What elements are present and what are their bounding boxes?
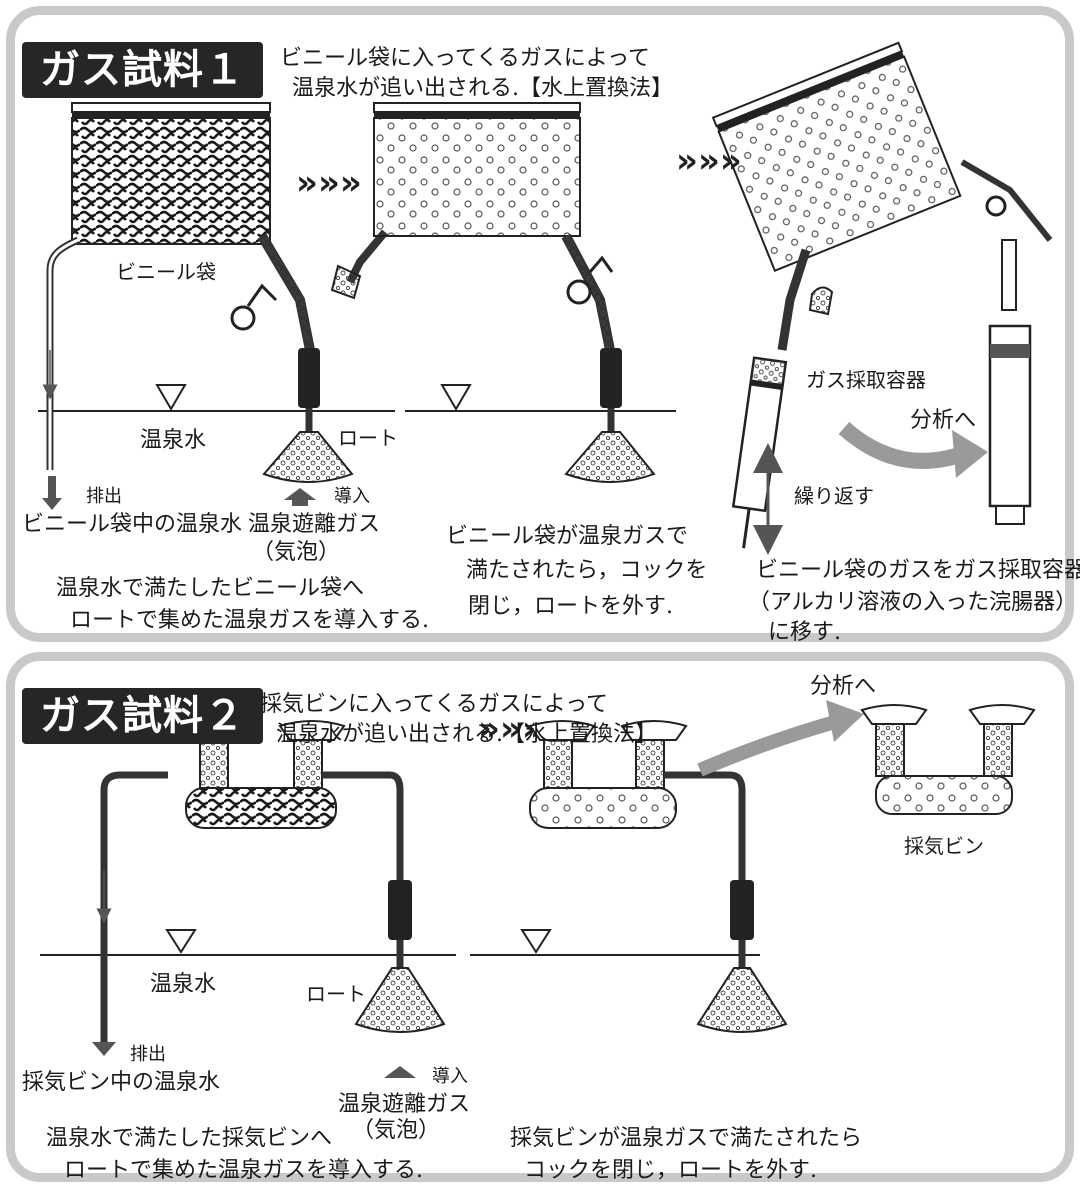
step-arrow: »»» <box>296 163 362 203</box>
gas-label-line1: 温泉遊離ガス <box>248 512 381 537</box>
step2-line1: ビニール袋が温泉ガスで <box>446 524 689 549</box>
discharge-label: 排出 <box>86 486 122 507</box>
sample-2-analysis-label: 分析へ <box>810 674 877 699</box>
step3-line1: ビニール袋のガスをガス採取容器 <box>756 558 1080 583</box>
water-level-icon <box>155 384 187 411</box>
sample-2-caption-line1: 採気ビンに入ってくるガスによって <box>260 692 609 717</box>
sample-2-step2-line2: コックを閉じ，ロートを外す. <box>524 1158 817 1183</box>
step2-line2: 満たされたら，コックを <box>466 558 708 583</box>
step1-line2: ロートで集めた温泉ガスを導入する. <box>70 608 429 633</box>
intake-label: 導入 <box>334 486 370 507</box>
funnel-label: ロート <box>338 426 398 450</box>
sample-1-caption-line1: ビニール袋に入ってくるガスによって <box>280 46 651 71</box>
sample-1-caption-line2: 温泉水が追い出される.【水上置換法】 <box>292 76 673 101</box>
gas-label-2-line2: （気泡） <box>352 1118 441 1143</box>
gas-label-line2: （気泡） <box>252 540 341 565</box>
discharge-label-2: 排出 <box>130 1044 166 1065</box>
analysis-label: 分析へ <box>910 408 977 433</box>
repeat-label: 繰り返す <box>794 484 874 508</box>
discharge-desc-2: 採気ビン中の温泉水 <box>22 1070 221 1095</box>
discharge-desc: ビニール袋中の温泉水 <box>22 512 243 537</box>
vinyl-bag-tilted <box>717 55 962 273</box>
vinyl-bag-gas <box>373 117 581 237</box>
step3-line3: に移す. <box>768 620 841 645</box>
hot-water-label-2: 温泉水 <box>150 972 217 997</box>
sampling-bottle <box>185 787 337 829</box>
step2-line3: 閉じ，ロートを外す. <box>468 594 673 619</box>
water-level-icon <box>440 384 472 411</box>
funnel <box>262 431 354 483</box>
sample-2-step2-line1: 採気ビンが温泉ガスで満たされたら <box>510 1126 863 1151</box>
bottle-label: 採気ビン <box>904 834 984 858</box>
sample-2-step1-line1: 温泉水で満たした採気ビンへ <box>46 1126 333 1151</box>
gas-label-2-line1: 温泉遊離ガス <box>338 1092 471 1117</box>
rubber-joint <box>298 348 320 408</box>
bag-label: ビニール袋 <box>116 260 216 284</box>
container-label: ガス採取容器 <box>806 368 926 392</box>
sample-2-badge: ガス試料２ <box>22 688 263 744</box>
vinyl-bag-water <box>71 117 271 245</box>
funnel-label-2: ロート <box>306 982 366 1006</box>
sample-2-step1-line2: ロートで集めた温泉ガスを導入する. <box>64 1158 423 1183</box>
step1-line1: 温泉水で満たしたビニール袋へ <box>56 576 365 601</box>
step3-line2: （アルカリ溶液の入った浣腸器） <box>748 590 1078 615</box>
intake-label-2: 導入 <box>432 1066 468 1087</box>
sample-2-caption-line2: 温泉水が追い出される.【水上置換法】 <box>276 722 657 747</box>
hot-water-label: 温泉水 <box>140 428 207 453</box>
sample-1-badge: ガス試料１ <box>22 42 263 98</box>
